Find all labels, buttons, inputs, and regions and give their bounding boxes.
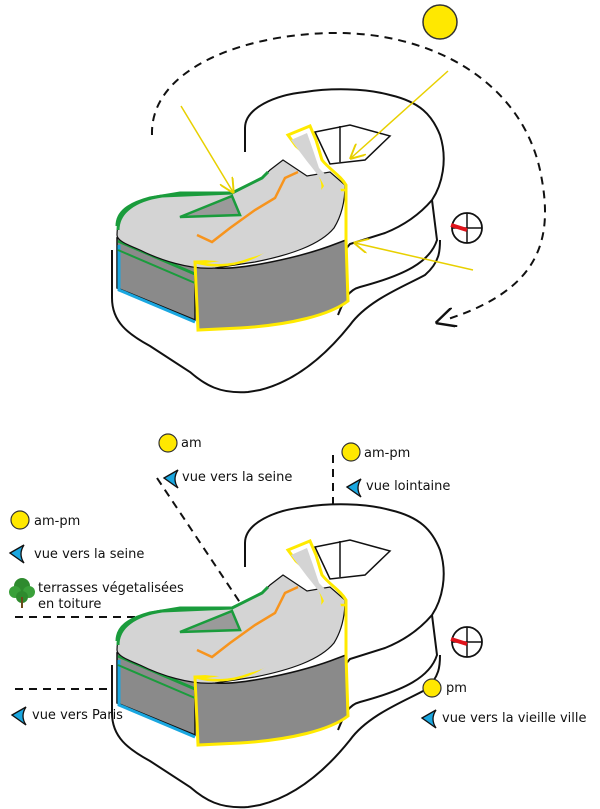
- sun-ray-3: [355, 243, 474, 271]
- label-am: am: [181, 436, 202, 451]
- sun-am-pm-left-icon: [10, 510, 30, 530]
- sun-path-arc: [150, 31, 546, 320]
- top-diagram: [110, 4, 546, 394]
- sun-pm-icon: [422, 678, 442, 698]
- label-terrasses-2: en toiture: [38, 597, 101, 612]
- compass-icon: [449, 211, 484, 245]
- label-vue-vieille-ville: vue vers la vieille ville: [442, 711, 587, 726]
- label-vue-lointaine: vue lointaine: [366, 479, 450, 494]
- bottom-diagram: am am-pm vue vers la seine vue lointaine…: [9, 433, 587, 809]
- label-am-pm-top: am-pm: [364, 446, 410, 461]
- sun-am-pm-top-icon: [341, 442, 361, 462]
- eye-lointaine-icon: [346, 478, 362, 498]
- label-am-pm-left: am-pm: [34, 514, 80, 529]
- view-line-seine-top: [156, 477, 246, 611]
- eye-seine-top-icon: [163, 469, 179, 489]
- sun-ray-1: [180, 105, 233, 192]
- sun-am-icon: [158, 433, 178, 453]
- building-top: [110, 87, 446, 394]
- eye-seine-left-icon: [9, 544, 25, 564]
- eye-paris-icon: [11, 706, 27, 726]
- building-bottom: [110, 502, 446, 809]
- label-vue-seine-left: vue vers la seine: [34, 547, 144, 562]
- label-vue-paris: vue vers Paris: [32, 708, 123, 723]
- label-pm: pm: [446, 681, 467, 696]
- compass-icon-bottom: [449, 625, 484, 659]
- sun-icon: [422, 4, 458, 40]
- label-vue-seine-top: vue vers la seine: [182, 470, 292, 485]
- eye-vieille-ville-icon: [421, 709, 437, 729]
- label-terrasses-1: terrasses végetalisées: [38, 581, 184, 596]
- tree-icon: [9, 578, 35, 608]
- sun-ray-2: [351, 70, 449, 158]
